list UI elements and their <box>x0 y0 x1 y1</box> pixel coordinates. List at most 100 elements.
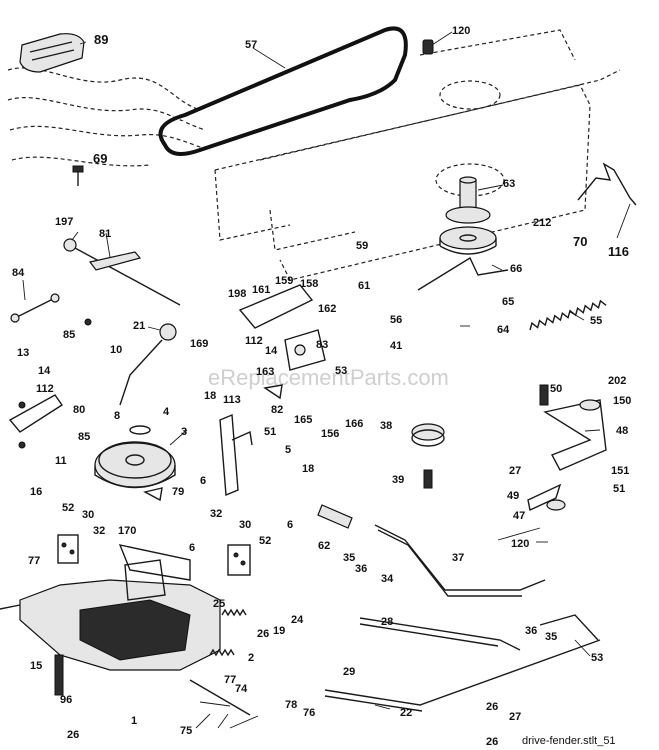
callout-2: 2 <box>248 652 254 664</box>
key-part-79 <box>143 487 163 502</box>
callout-35: 35 <box>343 552 355 564</box>
callout-159: 159 <box>275 275 293 287</box>
callout-36: 36 <box>525 625 537 637</box>
callout-85: 85 <box>78 431 90 443</box>
callout-26: 26 <box>257 628 269 640</box>
callout-51: 51 <box>264 426 276 438</box>
callout-1: 1 <box>131 715 137 727</box>
callout-4: 4 <box>163 406 170 418</box>
transmission-pulley-part-3 <box>94 441 176 489</box>
rod-part-28 <box>359 617 521 651</box>
bracket-part-30-left <box>57 534 79 564</box>
callout-166: 166 <box>345 418 363 430</box>
callout-198: 198 <box>228 288 246 300</box>
watermark-text: eReplacementParts.com <box>208 365 449 390</box>
callout-29: 29 <box>343 666 355 678</box>
callout-96: 96 <box>60 694 72 706</box>
callout-6: 6 <box>200 475 206 487</box>
callout-170: 170 <box>118 525 136 537</box>
lever-part-84 <box>10 293 92 326</box>
frame-rails <box>214 29 621 281</box>
callout-18: 18 <box>302 463 314 475</box>
bracket-part-30-right <box>227 544 251 576</box>
callout-5: 5 <box>285 444 291 456</box>
idler-pulley-part-63 <box>439 176 497 255</box>
callout-27: 27 <box>509 711 521 723</box>
callout-150: 150 <box>613 395 631 407</box>
callout-62: 62 <box>318 540 330 552</box>
rod-part-22 <box>324 639 601 712</box>
drive-belt-part-57 <box>158 26 408 156</box>
callout-21: 21 <box>133 320 145 332</box>
callout-163: 163 <box>256 366 274 378</box>
idler-bracket-assembly <box>238 284 326 400</box>
callout-162: 162 <box>318 303 336 315</box>
callout-27: 27 <box>509 465 521 477</box>
transaxle-part-1 <box>0 559 251 716</box>
callout-165: 165 <box>294 414 312 426</box>
callout-36: 36 <box>355 563 367 575</box>
callout-32: 32 <box>93 525 105 537</box>
callout-15: 15 <box>30 660 42 672</box>
callout-80: 80 <box>73 404 85 416</box>
callout-47: 47 <box>513 510 525 522</box>
callout-83: 83 <box>316 339 328 351</box>
callout-6: 6 <box>189 542 195 554</box>
callout-14: 14 <box>265 345 278 357</box>
callout-41: 41 <box>390 340 402 352</box>
callout-6: 6 <box>287 519 293 531</box>
callout-38: 38 <box>380 420 392 432</box>
clip-part-4 <box>129 425 151 435</box>
callout-28: 28 <box>381 616 393 628</box>
spring-part-55 <box>529 299 607 331</box>
callout-79: 79 <box>172 486 184 498</box>
callout-26: 26 <box>486 736 498 748</box>
callout-32: 32 <box>210 508 222 520</box>
idler-pulley-part-38 <box>411 423 445 489</box>
callout-35: 35 <box>545 631 557 643</box>
callout-151: 151 <box>611 465 629 477</box>
callout-112: 112 <box>245 335 263 347</box>
callout-77: 77 <box>224 674 236 686</box>
rod-part-70 <box>577 162 637 206</box>
callout-19: 19 <box>273 625 285 637</box>
callout-57: 57 <box>245 39 257 51</box>
callout-labels: 89 69 57 120 63 212 70 116 197 81 59 66 … <box>12 25 631 748</box>
callout-3: 3 <box>181 426 187 438</box>
seat-pad-part-89 <box>19 33 85 73</box>
nut-part-120-top <box>422 39 434 55</box>
callout-56: 56 <box>390 314 402 326</box>
callout-77: 77 <box>28 555 40 567</box>
bracket-part-113 <box>219 413 253 497</box>
callout-24: 24 <box>291 614 304 626</box>
bracket-part-170 <box>118 544 191 581</box>
callout-51: 51 <box>613 483 625 495</box>
callout-85: 85 <box>63 329 75 341</box>
diagram-footer: drive-fender.stlt_51 <box>522 735 616 747</box>
callout-18: 18 <box>204 390 216 402</box>
callout-11: 11 <box>55 455 67 467</box>
callout-50: 50 <box>550 383 562 395</box>
callout-212: 212 <box>533 217 551 229</box>
callout-120: 120 <box>452 25 470 37</box>
callout-61: 61 <box>358 280 370 292</box>
brake-rod-part-53 <box>539 614 599 641</box>
callout-81: 81 <box>99 228 111 240</box>
callout-34: 34 <box>381 573 394 585</box>
bracket-part-49 <box>527 483 566 512</box>
callout-26: 26 <box>486 701 498 713</box>
callout-13: 13 <box>17 347 29 359</box>
callout-156: 156 <box>321 428 339 440</box>
callout-76: 76 <box>303 707 315 719</box>
callout-69: 69 <box>93 151 107 166</box>
spring-part-2 <box>209 648 235 657</box>
callout-49: 49 <box>507 490 519 502</box>
leader-lines <box>22 31 631 729</box>
bracket-part-80 <box>8 394 63 449</box>
callout-64: 64 <box>497 324 510 336</box>
callout-53: 53 <box>591 652 603 664</box>
callout-63: 63 <box>503 178 515 190</box>
callout-52: 52 <box>259 535 271 547</box>
grip-part-62 <box>317 504 353 529</box>
